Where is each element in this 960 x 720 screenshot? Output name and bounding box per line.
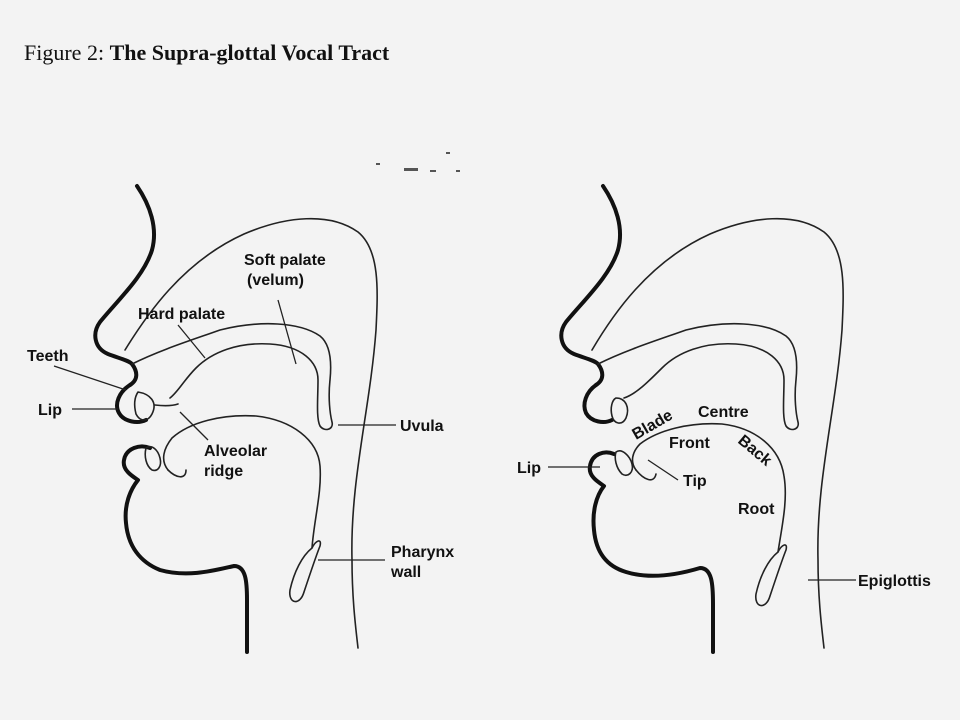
right-labels: Lip Blade Centre Front Back Tip Root Epi… [517, 404, 931, 590]
left-epiglottis [289, 540, 322, 603]
right-tongue-tip [635, 469, 657, 481]
label-pharynx-wall: wall [390, 564, 421, 581]
left-upper-lip [115, 383, 148, 424]
left-lower-lip-chin [121, 444, 249, 654]
scan-specks [376, 152, 460, 172]
right-epiglottis [755, 544, 788, 607]
left-nose-profile [93, 184, 157, 387]
right-pharynx-wall [591, 217, 844, 649]
label-lip: Lip [38, 402, 62, 419]
right-lower-teeth [614, 450, 634, 477]
label-centre: Centre [698, 404, 749, 421]
label-alveolar: Alveolar [204, 443, 267, 460]
label-teeth: Teeth [27, 348, 68, 365]
figure-title: Figure 2: The Supra-glottal Vocal Tract [24, 40, 389, 66]
right-nose-profile [559, 184, 623, 387]
left-upper-teeth [133, 391, 155, 421]
right-tongue [631, 422, 787, 553]
label-tip: Tip [683, 473, 707, 490]
label-epiglottis: Epiglottis [858, 573, 931, 590]
label-right-lip: Lip [517, 460, 541, 477]
left-hard-palate [131, 323, 334, 431]
left-head [93, 184, 378, 654]
right-upper-lip [582, 383, 614, 424]
figure-caption: The Supra-glottal Vocal Tract [109, 40, 390, 65]
label-front: Front [669, 435, 711, 452]
label-hard-palate: Hard palate [138, 306, 225, 323]
figure-number: Figure 2: [24, 40, 105, 65]
left-leader-lines [53, 299, 396, 561]
right-leader-lines [548, 459, 856, 581]
right-upper-teeth [610, 397, 629, 424]
left-tongue [162, 414, 322, 549]
label-soft-palate: Soft palate [244, 252, 326, 269]
label-velum: (velum) [247, 272, 304, 289]
label-ridge: ridge [204, 463, 243, 480]
left-labels: Soft palate (velum) Hard palate Teeth Li… [27, 252, 454, 581]
right-lower-lip-chin [587, 450, 715, 654]
label-uvula: Uvula [400, 418, 444, 435]
label-back: Back [734, 432, 774, 470]
left-lower-teeth [144, 445, 162, 472]
left-alveolar-ridge-line [154, 403, 179, 407]
right-hard-palate [597, 323, 800, 431]
label-root: Root [738, 501, 775, 518]
label-pharynx: Pharynx [391, 544, 454, 561]
right-head [559, 184, 844, 654]
left-tongue-tip [167, 469, 187, 478]
